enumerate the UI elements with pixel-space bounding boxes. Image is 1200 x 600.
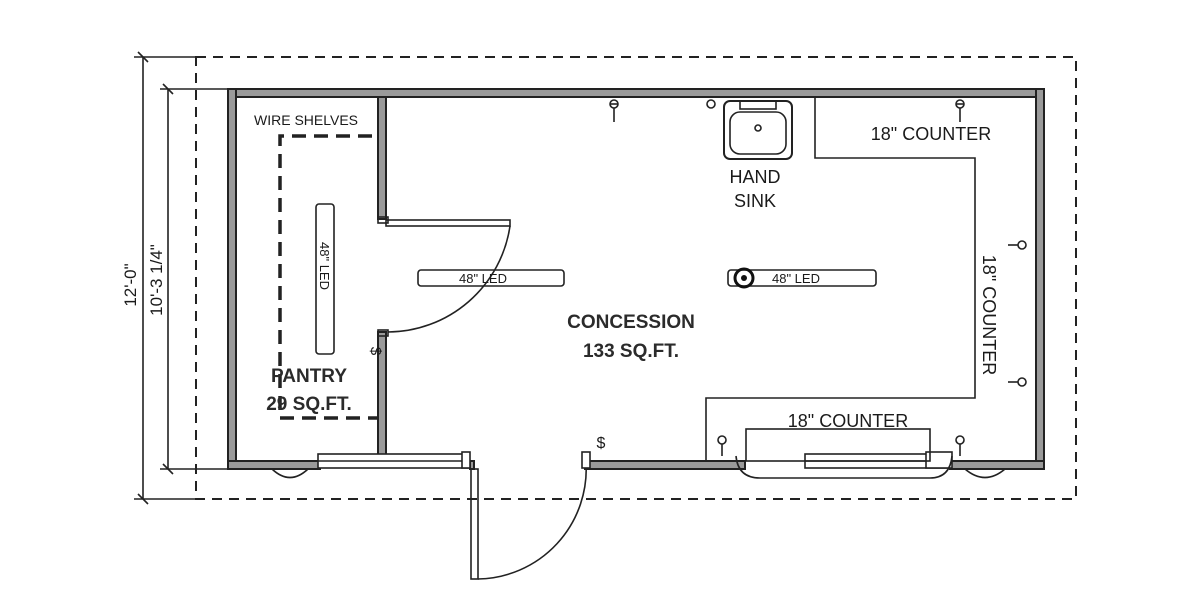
hand-sink-label-line1: HAND <box>729 167 780 187</box>
led-fixture-center-left <box>417 269 565 287</box>
wall-east <box>1035 88 1045 470</box>
dimension-interior-label: 10'-3 1/4" <box>147 244 166 316</box>
service-window-sill <box>735 455 953 479</box>
outlet-icon <box>955 99 965 122</box>
wall-south-right <box>949 460 1045 470</box>
wall-west <box>227 88 237 470</box>
wall-south-middle <box>584 460 746 470</box>
hand-sink-label-line2: SINK <box>734 191 776 211</box>
led-fixture-pantry <box>315 203 335 355</box>
counter-l-shape-outline <box>705 97 976 461</box>
smoke-detector-icon <box>733 267 755 289</box>
pantry-door-swing-arc <box>387 225 511 333</box>
light-switch-pantry-icon: $ <box>367 347 384 356</box>
led-pantry-label: 48" LED <box>317 242 332 290</box>
led-center-right-label: 48" LED <box>772 271 820 286</box>
dimension-overall-label: 12'-0" <box>121 263 140 306</box>
pantry-door-leaf <box>385 219 511 227</box>
light-switch-entry-icon: $ <box>597 435 606 452</box>
entry-door-swing-arc <box>477 461 588 580</box>
led-center-left-label: 48" LED <box>459 271 507 286</box>
outlet-icon <box>609 99 619 122</box>
wire-shelves-label: WIRE SHELVES <box>254 112 358 128</box>
outlet-icon <box>1008 377 1027 387</box>
exterior-light-left <box>271 468 309 479</box>
outlet-icon <box>717 435 727 456</box>
counter-bottom-label: 18" COUNTER <box>788 411 908 431</box>
partition-wall-upper <box>377 96 387 220</box>
wall-south-left <box>227 460 321 470</box>
outer-footprint-outline <box>195 56 1077 500</box>
outlet-icon <box>1008 240 1027 250</box>
pantry-room-area: 29 SQ.FT. <box>266 394 352 415</box>
wall-north <box>227 88 1045 98</box>
outlet-icon <box>955 435 965 456</box>
concession-room-name: CONCESSION <box>567 312 695 333</box>
concession-room-area: 133 SQ.FT. <box>583 341 679 362</box>
led-fixture-center-right <box>727 269 877 287</box>
wire-shelves-outline <box>278 134 378 410</box>
counter-right-label: 18" COUNTER <box>979 255 999 375</box>
counter-top-label: 18" COUNTER <box>871 124 991 144</box>
exterior-light-right <box>964 468 1006 479</box>
entry-door-leaf <box>470 468 479 580</box>
pantry-room-name: PANTRY <box>271 366 347 387</box>
counter-bottom-block <box>745 428 931 462</box>
